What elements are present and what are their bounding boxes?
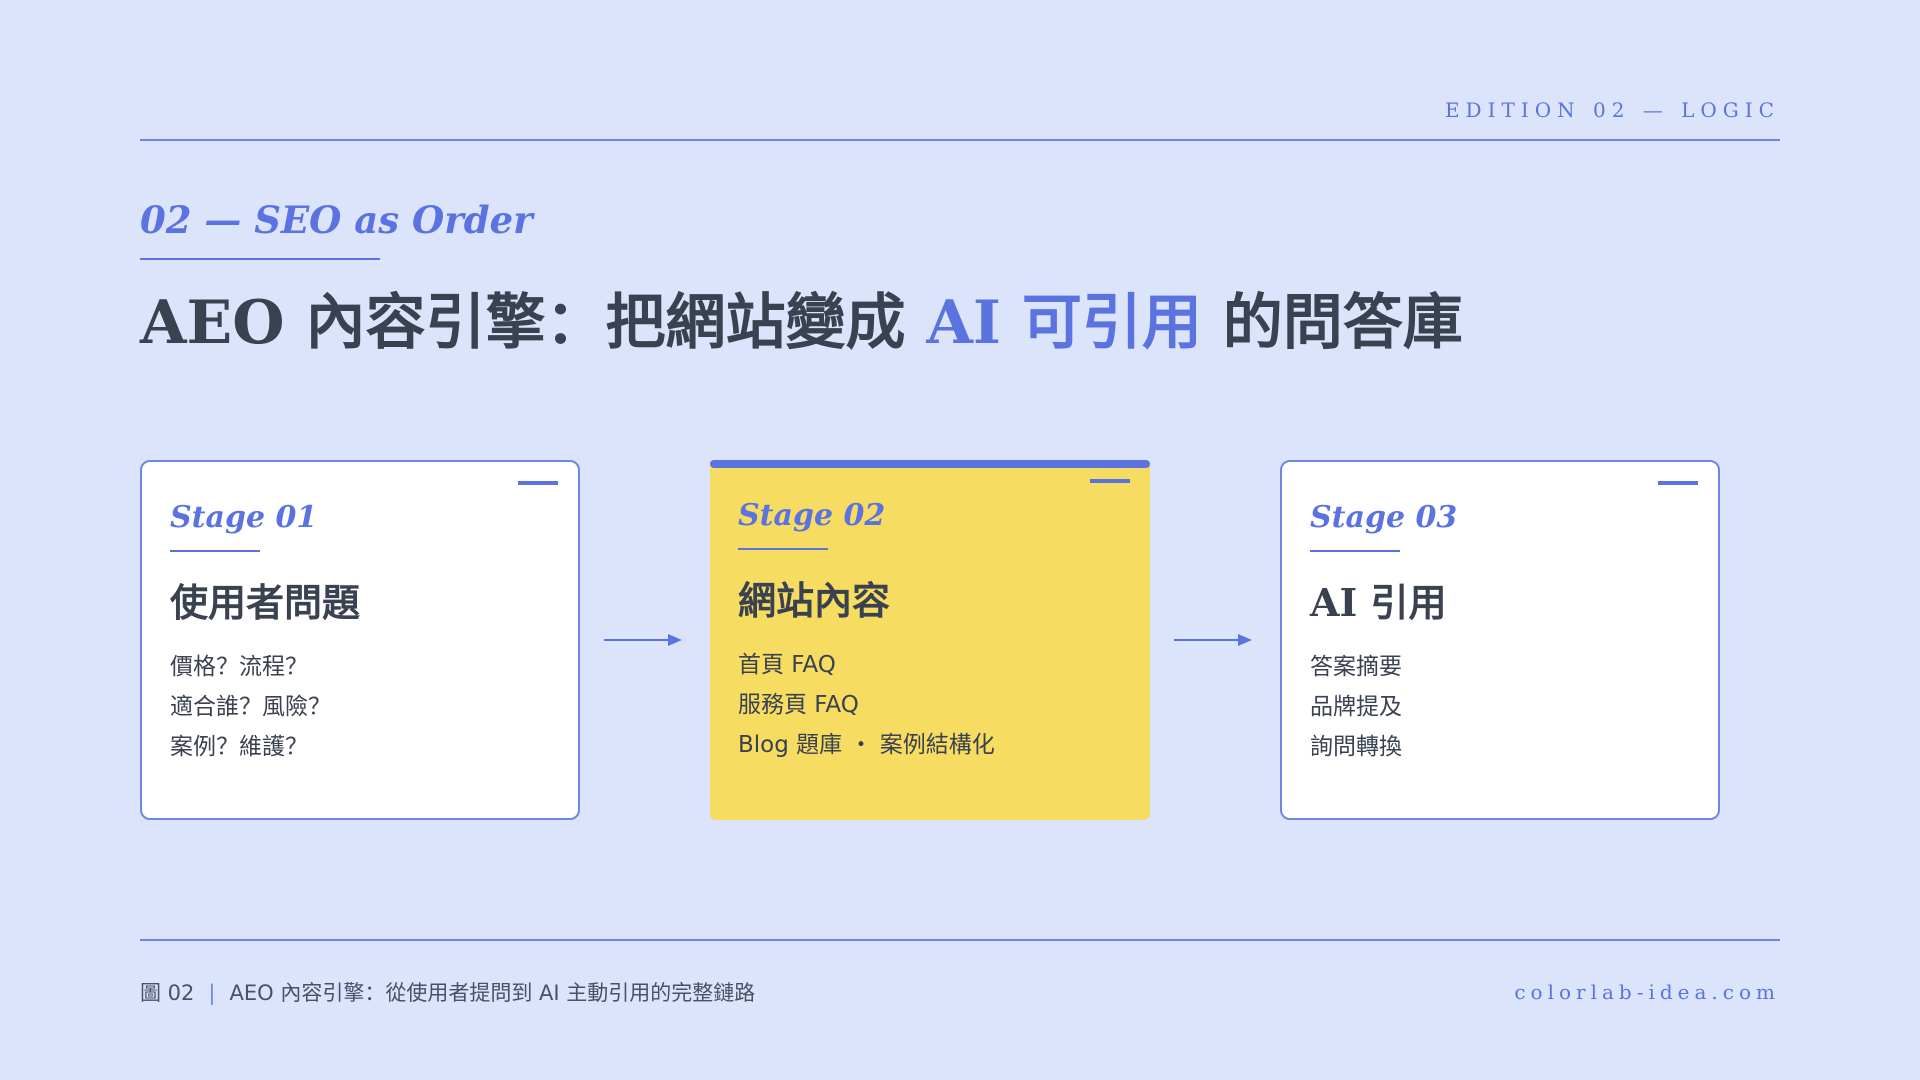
stage-title: 網站內容 [738, 578, 891, 623]
caption-text: AEO 內容引擎：從使用者提問到 AI 主動引用的完整鏈路 [229, 981, 756, 1005]
bottom-divider [140, 939, 1780, 941]
flow-arrow-icon [604, 634, 682, 646]
highlight-top-bar [710, 460, 1150, 468]
list-item: 品牌提及 [1310, 694, 1402, 720]
edition-label: EDITION 02 — LOGIC [1444, 98, 1780, 122]
list-item: Blog 題庫 ・ 案例結構化 [738, 732, 995, 758]
list-item: 價格？流程？ [170, 654, 308, 680]
stage-title: AI 引用 [1310, 580, 1447, 625]
stage-label: Stage 02 [738, 498, 886, 533]
title-accent: AI 可引用 [926, 288, 1202, 358]
list-item: 案例？維護？ [170, 734, 308, 760]
stage-card-02: Stage 02 網站內容 首頁 FAQ 服務頁 FAQ Blog 題庫 ・ 案… [710, 460, 1150, 820]
list-item: 首頁 FAQ [738, 652, 836, 678]
figure-caption: 圖 02 | AEO 內容引擎：從使用者提問到 AI 主動引用的完整鏈路 [140, 977, 755, 1007]
stage-title: 使用者問題 [170, 580, 361, 625]
page-title: AEO 內容引擎：把網站變成 AI 可引用 的問答庫 [140, 283, 1463, 363]
stage-label: Stage 03 [1310, 500, 1458, 535]
stage-items: 答案摘要 品牌提及 詢問轉換 [1310, 647, 1402, 767]
flow-arrow-icon [1174, 634, 1252, 646]
stage-card-01: Stage 01 使用者問題 價格？流程？ 適合誰？風險？ 案例？維護？ [140, 460, 580, 820]
stage-items: 價格？流程？ 適合誰？風險？ 案例？維護？ [170, 647, 331, 767]
site-url: colorlab-idea.com [1514, 980, 1780, 1004]
corner-dash [1090, 479, 1130, 483]
list-item: 適合誰？風險？ [170, 694, 331, 720]
title-suffix: 的問答庫 [1201, 288, 1463, 358]
list-item: 服務頁 FAQ [738, 692, 859, 718]
stage-underline [170, 550, 260, 552]
list-item: 答案摘要 [1310, 654, 1402, 680]
list-item: 詢問轉換 [1310, 734, 1402, 760]
stage-label: Stage 01 [170, 500, 318, 535]
caption-separator: | [208, 981, 216, 1005]
figure-number: 圖 02 [140, 981, 195, 1005]
stage-card-03: Stage 03 AI 引用 答案摘要 品牌提及 詢問轉換 [1280, 460, 1720, 820]
section-underline [140, 258, 380, 260]
stage-underline [1310, 550, 1400, 552]
section-label: 02 — SEO as Order [140, 198, 533, 242]
stage-underline [738, 548, 828, 550]
title-prefix: AEO 內容引擎：把網站變成 [140, 288, 927, 358]
top-divider [140, 139, 1780, 141]
corner-dash [1658, 481, 1698, 485]
stage-items: 首頁 FAQ 服務頁 FAQ Blog 題庫 ・ 案例結構化 [738, 645, 995, 765]
corner-dash [518, 481, 558, 485]
